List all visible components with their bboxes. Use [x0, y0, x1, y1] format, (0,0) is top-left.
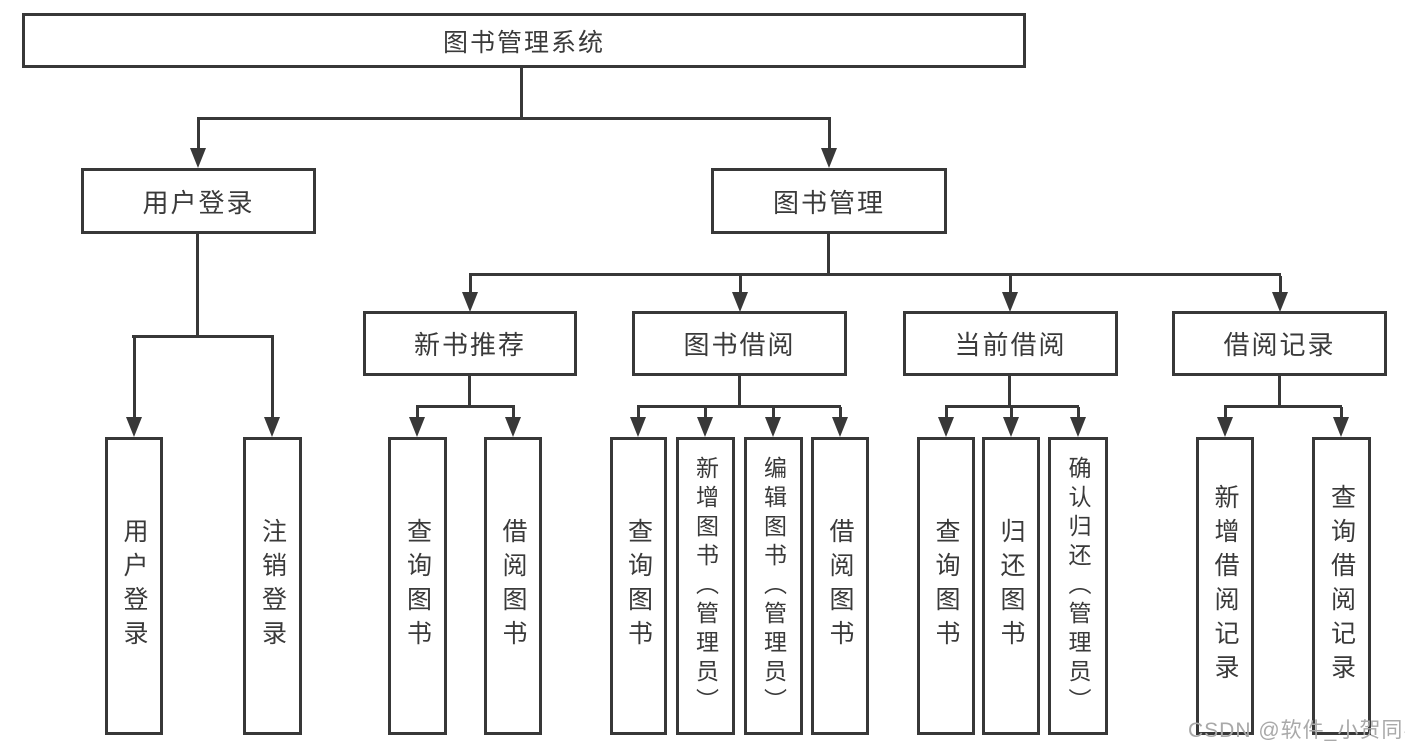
leaf-user-login: 用户登录 — [105, 437, 163, 735]
connector-vline — [1278, 374, 1281, 407]
node-borrowing-records: 借阅记录 — [1172, 311, 1387, 376]
down-arrow — [765, 407, 781, 437]
down-arrow — [1070, 407, 1086, 437]
arrow-head — [462, 292, 478, 312]
leaf-borrow-books: 借阅图书 — [484, 437, 542, 735]
arrow-stem — [132, 337, 136, 421]
down-arrow — [409, 407, 425, 437]
connector-vline — [468, 374, 471, 407]
arrow-stem — [703, 407, 707, 421]
arrow-head — [505, 417, 521, 437]
connector-hline — [416, 405, 515, 408]
arrow-stem — [1278, 276, 1282, 296]
arrow-stem — [771, 407, 775, 421]
leaf-confirm-return-admin: 确认归还（管理员） — [1048, 437, 1108, 735]
down-arrow — [732, 276, 748, 312]
node-book-borrowing: 图书借阅 — [632, 311, 847, 376]
down-arrow — [630, 407, 646, 437]
arrow-stem — [1223, 407, 1227, 421]
down-arrow — [1003, 407, 1019, 437]
arrow-head — [938, 417, 954, 437]
node-book-management: 图书管理 — [711, 168, 947, 234]
arrow-stem — [1008, 276, 1012, 296]
arrow-stem — [838, 407, 842, 421]
arrow-head — [1070, 417, 1086, 437]
connector-vline — [520, 66, 523, 119]
arrow-stem — [1076, 407, 1080, 421]
connector-hline — [132, 335, 274, 338]
node-library-management-system: 图书管理系统 — [22, 13, 1026, 68]
arrow-head — [1002, 292, 1018, 312]
arrow-head — [1272, 292, 1288, 312]
node-new-book-recommendation: 新书推荐 — [363, 311, 577, 376]
leaf-add-book-admin: 新增图书（管理员） — [676, 437, 735, 735]
arrow-stem — [511, 407, 515, 421]
arrow-head — [732, 292, 748, 312]
leaf-query-books: 查询图书 — [610, 437, 667, 735]
connector-hline — [197, 117, 831, 120]
down-arrow — [264, 337, 280, 437]
arrow-stem — [468, 276, 472, 296]
node-user-login: 用户登录 — [81, 168, 316, 234]
arrow-head — [1217, 417, 1233, 437]
connector-hline — [1224, 405, 1342, 408]
arrow-stem — [944, 407, 948, 421]
connector-vline — [738, 374, 741, 407]
down-arrow — [697, 407, 713, 437]
arrow-head — [630, 417, 646, 437]
arrow-head — [409, 417, 425, 437]
connector-hline — [469, 273, 1281, 276]
down-arrow — [1333, 407, 1349, 437]
leaf-query-borrow-record: 查询借阅记录 — [1312, 437, 1371, 735]
down-arrow — [1272, 276, 1288, 312]
arrow-head — [1003, 417, 1019, 437]
arrow-head — [190, 148, 206, 168]
arrow-head — [264, 417, 280, 437]
arrow-head — [697, 417, 713, 437]
leaf-query-books: 查询图书 — [388, 437, 447, 735]
arrow-stem — [1009, 407, 1013, 421]
node-current-borrowing: 当前借阅 — [903, 311, 1118, 376]
arrow-stem — [738, 276, 742, 296]
connector-hline — [945, 405, 1079, 408]
arrow-head — [1333, 417, 1349, 437]
connector-vline — [196, 232, 199, 337]
down-arrow — [190, 119, 206, 168]
arrow-stem — [196, 119, 200, 152]
leaf-return-books: 归还图书 — [982, 437, 1040, 735]
leaf-query-books: 查询图书 — [917, 437, 975, 735]
down-arrow — [821, 119, 837, 168]
connector-vline — [827, 232, 830, 275]
down-arrow — [1217, 407, 1233, 437]
leaf-edit-book-admin: 编辑图书（管理员） — [744, 437, 803, 735]
down-arrow — [832, 407, 848, 437]
connector-hline — [637, 405, 841, 408]
arrow-stem — [636, 407, 640, 421]
leaf-add-borrow-record: 新增借阅记录 — [1196, 437, 1254, 735]
arrow-head — [821, 148, 837, 168]
watermark: CSDN @软件_小贺同学 — [1188, 719, 1405, 742]
connector-vline — [1008, 374, 1011, 407]
down-arrow — [126, 337, 142, 437]
arrow-head — [832, 417, 848, 437]
down-arrow — [1002, 276, 1018, 312]
leaf-logout: 注销登录 — [243, 437, 302, 735]
arrow-head — [126, 417, 142, 437]
arrow-stem — [270, 337, 274, 421]
arrow-head — [765, 417, 781, 437]
down-arrow — [505, 407, 521, 437]
arrow-stem — [415, 407, 419, 421]
leaf-borrow-books: 借阅图书 — [811, 437, 869, 735]
arrow-stem — [1339, 407, 1343, 421]
down-arrow — [462, 276, 478, 312]
arrow-stem — [827, 119, 831, 152]
down-arrow — [938, 407, 954, 437]
